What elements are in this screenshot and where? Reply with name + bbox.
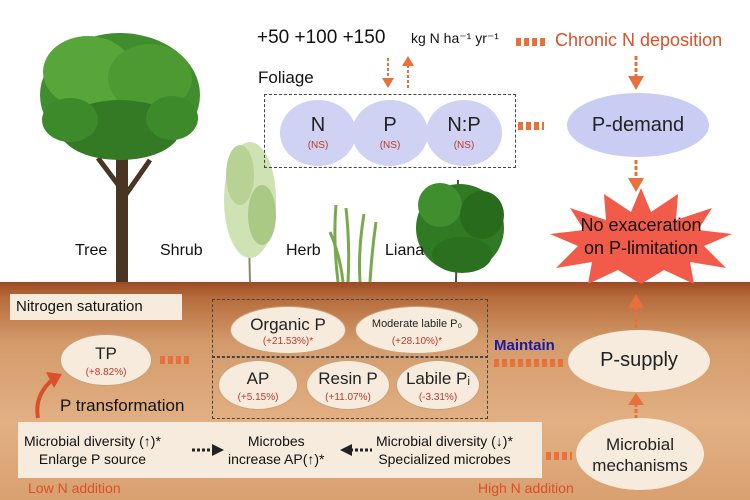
arrow-to-microbial-mechanisms: [546, 452, 572, 460]
n-addition-rates: +50 +100 +150: [257, 27, 386, 48]
ap-change: (+5.15%): [237, 392, 279, 403]
plant-label-shrub: Shrub: [160, 242, 203, 259]
microbial-mechanisms-node: Microbial mechanisms: [576, 418, 704, 490]
plant-label-liana: Liana: [385, 242, 425, 259]
low-n-addition-label: Low N addition: [28, 480, 121, 496]
down-arrow-icon: [628, 160, 644, 192]
microbes-text: Microbes increase AP(↑)*: [228, 432, 324, 468]
foliage-label: Foliage: [258, 68, 314, 87]
soil-p-pools-box: [212, 299, 488, 419]
foliage-np-sig: (NS): [453, 140, 475, 151]
arrow-to-p-demand: [518, 122, 544, 130]
moderate-labile-po-label: Moderate labile P₀: [371, 318, 463, 330]
foliage-n-label: N: [310, 114, 326, 136]
foliage-p: P (NS): [352, 100, 428, 166]
high-n-line2: Specialized microbes: [378, 451, 511, 467]
organic-p-label: Organic P: [250, 315, 326, 334]
shrub-icon: [224, 142, 276, 283]
plant-label-herb: Herb: [286, 242, 321, 259]
arrow-maintain: [494, 359, 564, 367]
labile-pi-change: (-3.31%): [418, 392, 458, 403]
down-arrow-icon: [628, 56, 644, 90]
plant-label-tree: Tree: [75, 242, 108, 259]
low-n-microbial-text: Microbial diversity (↑)* Enlarge P sourc…: [24, 432, 161, 468]
no-exacerbation-line2: on P-limitation: [583, 238, 699, 258]
foliage-n-sig: (NS): [307, 140, 329, 151]
tp-change: (+8.82%): [85, 367, 127, 378]
up-arrow-icon: [628, 393, 644, 423]
labile-pi-label: Labile Pᵢ: [405, 369, 471, 388]
moderate-labile-po-node: Moderate labile P₀ (+28.10%)*: [355, 306, 479, 354]
curved-arrow-icon: [35, 372, 62, 419]
p-supply-label: P-supply: [600, 349, 678, 371]
n-rate-unit: kg N ha⁻¹ yr⁻¹: [411, 30, 499, 46]
foliage-n: N (NS): [280, 100, 356, 166]
high-n-line1: Microbial diversity (↓)*: [376, 433, 513, 449]
tree-icon: [40, 33, 200, 282]
low-n-line1: Microbial diversity (↑)*: [24, 433, 161, 449]
foliage-np: N:P (NS): [426, 100, 502, 166]
moderate-labile-po-change: (+28.10%)*: [391, 336, 443, 347]
p-transformation-label: P transformation: [60, 396, 185, 415]
labile-pi-node: Labile Pᵢ (-3.31%): [396, 360, 480, 410]
resin-p-node: Resin P (+11.07%): [306, 360, 390, 410]
no-exacerbation-line1: No exaceration: [580, 215, 702, 235]
microbial-band: [18, 422, 542, 478]
organic-p-change: (+21.53%)*: [262, 336, 314, 347]
burst-shape: [550, 188, 732, 284]
high-n-microbial-text: Microbial diversity (↓)* Specialized mic…: [376, 432, 513, 468]
ap-node: AP (+5.15%): [218, 360, 298, 410]
tp-node: TP (+8.82%): [60, 334, 152, 386]
foliage-box: [264, 94, 516, 168]
microbes-line1: Microbes: [247, 433, 305, 449]
up-down-arrows-icon: [382, 56, 414, 88]
p-demand-label: P-demand: [591, 114, 685, 136]
p-supply-node: P-supply: [568, 330, 710, 392]
foliage-p-sig: (NS): [379, 140, 401, 151]
microbial-mechanisms-line1: Microbial: [605, 435, 675, 454]
p-demand-node: P-demand: [567, 93, 709, 157]
organic-p-node: Organic P (+21.53%)*: [230, 306, 346, 354]
resin-p-change: (+11.07%): [325, 392, 371, 403]
nitrogen-saturation-label: Nitrogen saturation: [16, 298, 143, 315]
microbes-line2: increase AP(↑)*: [228, 451, 325, 467]
low-n-line2: Enlarge P source: [38, 451, 147, 467]
soil-p-divider: [212, 356, 488, 358]
tp-label: TP: [95, 344, 117, 363]
arrow-to-chronic: [516, 38, 546, 46]
microbial-mechanisms-line2: mechanisms: [592, 456, 688, 475]
maintain-label: Maintain: [494, 337, 555, 354]
liana-icon: [416, 179, 504, 283]
arrow-right-icon: [192, 444, 224, 456]
high-n-addition-label: High N addition: [478, 480, 574, 496]
nitrogen-saturation-banner: Nitrogen saturation: [10, 294, 182, 320]
ap-label: AP: [246, 369, 270, 388]
foliage-np-label: N:P: [447, 114, 481, 136]
arrow-left-icon: [340, 444, 372, 456]
arrow-to-tp: [160, 356, 190, 364]
up-arrow-icon: [628, 294, 644, 332]
foliage-p-label: P: [383, 114, 397, 136]
no-exacerbation-text: No exaceration on P-limitation: [548, 214, 734, 260]
resin-p-label: Resin P: [318, 369, 378, 388]
herb-icon: [328, 204, 378, 283]
chronic-n-deposition: Chronic N deposition: [555, 30, 723, 50]
